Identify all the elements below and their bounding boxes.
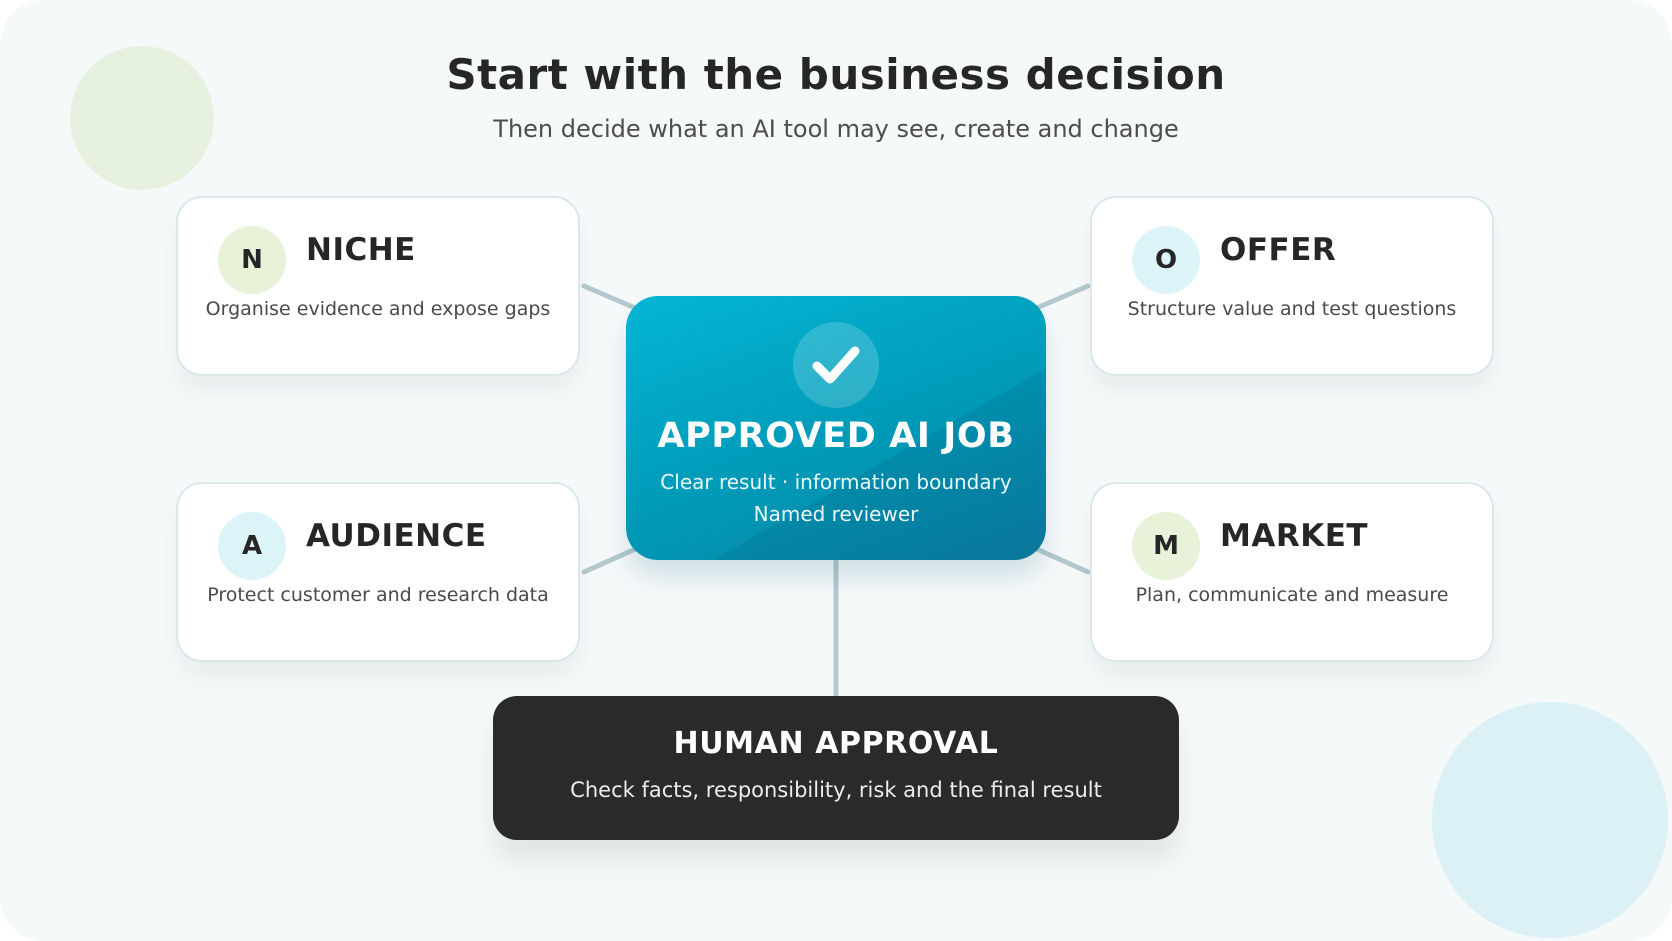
- decorative-circle-blue: [1432, 702, 1668, 938]
- center-sheen: [626, 296, 1046, 560]
- checkmark-icon: [793, 322, 879, 408]
- card-niche: N NICHE Organise evidence and expose gap…: [176, 196, 580, 376]
- connector-niche: [581, 283, 643, 313]
- human-approval-desc: Check facts, responsibility, risk and th…: [570, 778, 1102, 802]
- card-audience-desc: Protect customer and research data: [207, 584, 549, 606]
- badge-audience: A: [218, 512, 286, 580]
- card-offer-desc: Structure value and test questions: [1127, 298, 1457, 320]
- badge-niche: N: [218, 226, 286, 294]
- decorative-circle-green: [70, 46, 214, 190]
- badge-market: M: [1132, 512, 1200, 580]
- card-market: M MARKET Plan, communicate and measure: [1090, 482, 1494, 662]
- center-line-2: Named reviewer: [753, 502, 919, 526]
- connector-audience: [581, 544, 643, 575]
- card-offer-title: OFFER: [1220, 232, 1337, 268]
- connector-offer: [1029, 283, 1091, 313]
- card-audience: A AUDIENCE Protect customer and research…: [176, 482, 580, 662]
- page-subtitle: Then decide what an AI tool may see, cre…: [493, 115, 1179, 143]
- center-line-1: Clear result · information boundary: [660, 470, 1012, 494]
- human-approval-title: HUMAN APPROVAL: [673, 726, 999, 761]
- card-offer: O OFFER Structure value and test questio…: [1090, 196, 1494, 376]
- human-approval-box: HUMAN APPROVAL Check facts, responsibili…: [493, 696, 1179, 840]
- card-niche-title: NICHE: [306, 232, 416, 268]
- page-title: Start with the business decision: [446, 50, 1226, 99]
- card-market-title: MARKET: [1220, 518, 1369, 554]
- approved-ai-job-box: APPROVED AI JOB Clear result · informati…: [626, 296, 1046, 560]
- badge-offer: O: [1132, 226, 1200, 294]
- card-market-desc: Plan, communicate and measure: [1135, 584, 1449, 606]
- card-niche-desc: Organise evidence and expose gaps: [205, 298, 551, 320]
- card-audience-title: AUDIENCE: [306, 518, 487, 554]
- center-title: APPROVED AI JOB: [657, 416, 1015, 456]
- connector-market: [1029, 544, 1091, 575]
